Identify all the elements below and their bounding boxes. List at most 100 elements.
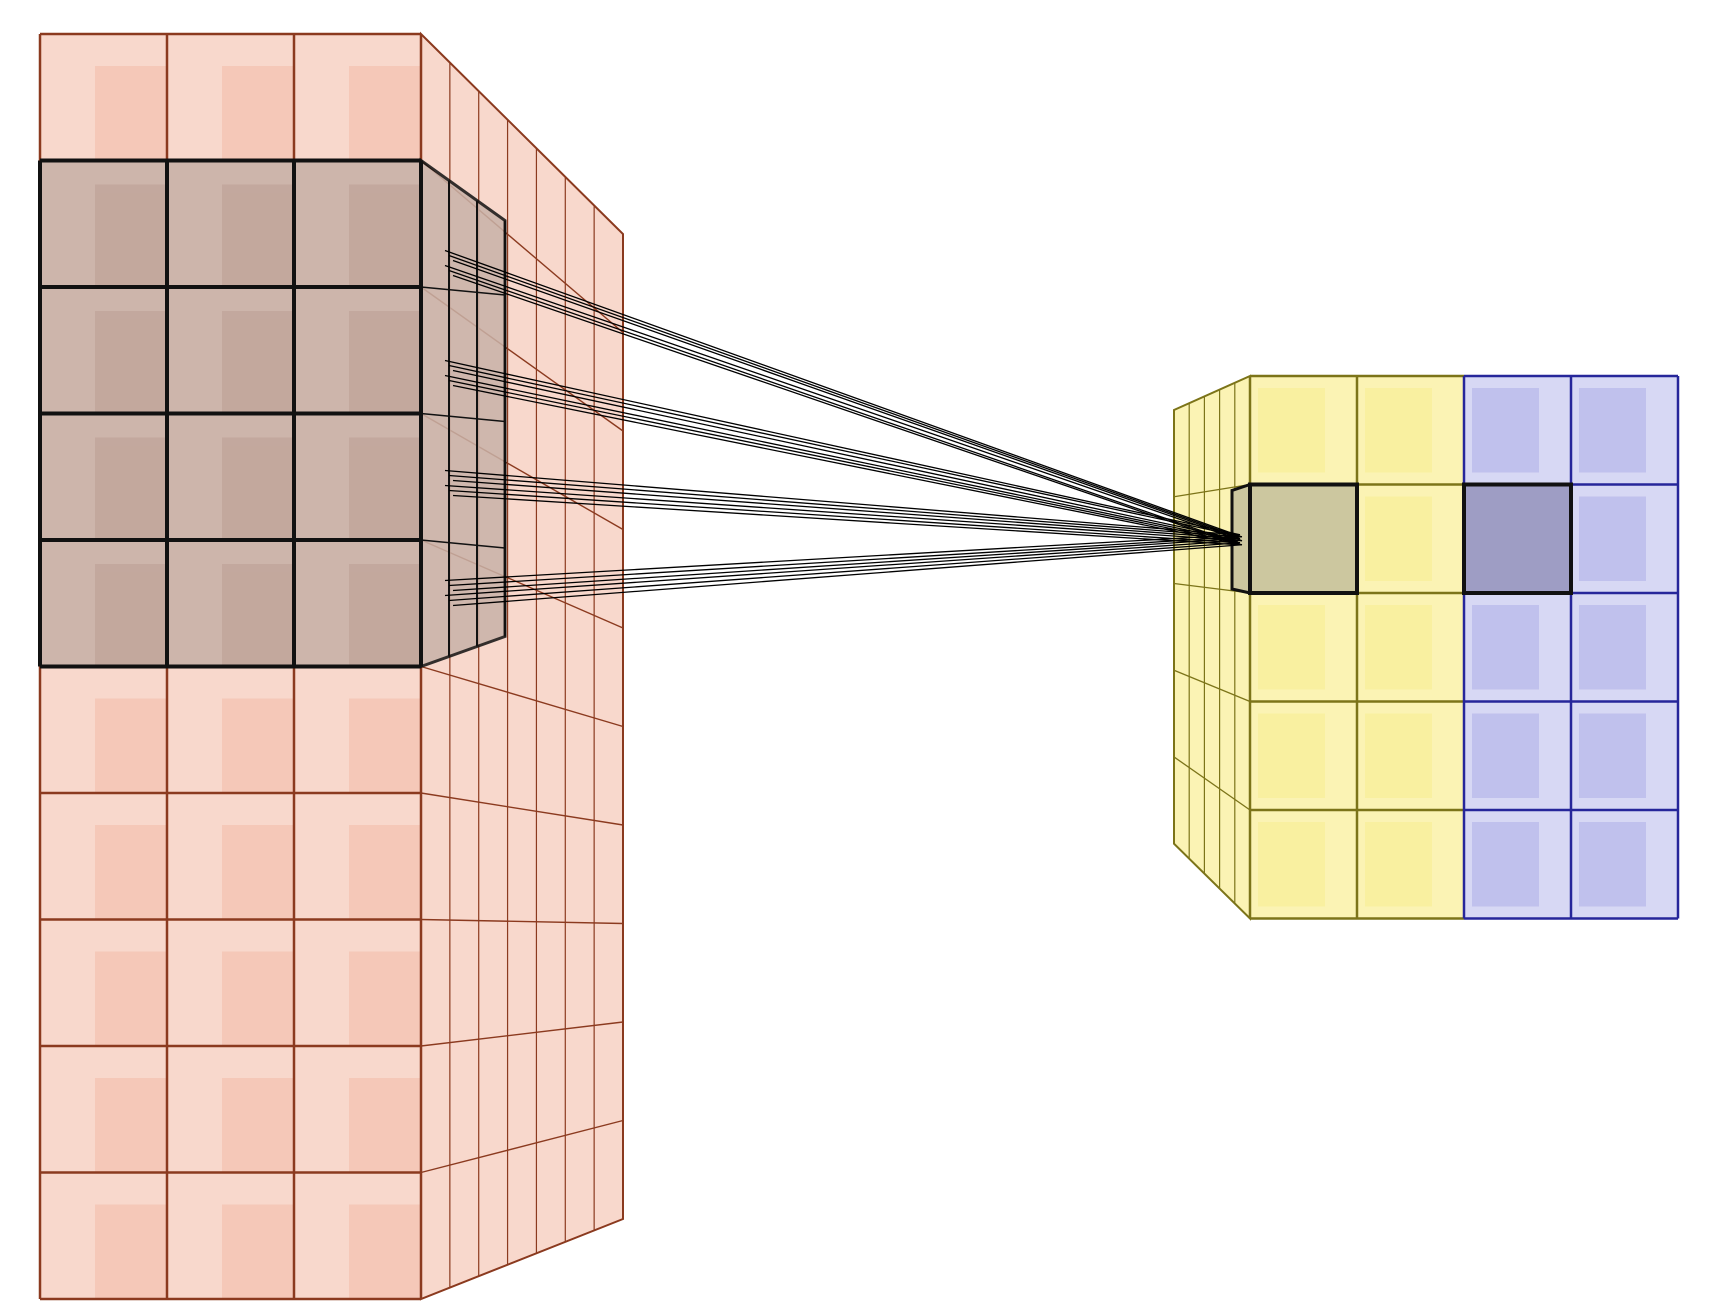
kernel-cell-shade <box>222 184 294 287</box>
output-blue-cell-shade <box>1579 388 1646 473</box>
output-side-row-line <box>1173 375 1251 411</box>
input-side-row-line <box>420 792 624 826</box>
input-cell-shade <box>95 825 167 920</box>
output-yellow-cell-shade <box>1365 822 1432 907</box>
input-side-row-line <box>420 1218 624 1300</box>
input-cell-shade <box>349 1078 421 1173</box>
output-yellow-cell-shade <box>1258 822 1325 907</box>
kernel-cell <box>294 160 421 287</box>
input-cell-shade <box>349 825 421 920</box>
kernel-cell-shade <box>349 184 421 287</box>
kernel-cell <box>40 540 167 667</box>
input-side-row-line <box>420 33 624 235</box>
output-blue-cell-shade <box>1472 388 1539 473</box>
connection-line <box>444 469 1237 536</box>
kernel-cell-shade <box>222 437 294 540</box>
kernel-side-row-line <box>420 412 506 423</box>
output-blue-cell-shade <box>1472 713 1539 798</box>
kernel-cell-shade <box>95 437 167 540</box>
connection-line <box>448 489 1237 544</box>
kernel-cell <box>167 540 294 667</box>
connection-lines <box>444 249 1243 607</box>
kernel-cell <box>167 160 294 287</box>
connection-line <box>448 254 1239 538</box>
output-yellow-cell-shade <box>1258 605 1325 690</box>
input-cell-shade <box>222 951 294 1046</box>
kernel-cell <box>167 287 294 414</box>
input-cell-shade <box>222 825 294 920</box>
connection-line <box>444 359 1241 536</box>
kernel-cell <box>40 160 167 287</box>
output-yellow-cell-shade <box>1365 605 1432 690</box>
kernel-cell-shade <box>222 311 294 414</box>
input-cell-shade <box>349 1204 421 1299</box>
output-yellow-cell-shade <box>1258 713 1325 798</box>
output-highlight-blue-cell <box>1462 482 1573 595</box>
connection-line <box>444 264 1243 542</box>
input-cell-shade <box>222 1078 294 1173</box>
output-blue-cell-shade <box>1579 496 1646 581</box>
input-cell-shade <box>95 1204 167 1299</box>
kernel-side-face <box>419 157 507 669</box>
input-cell-shade <box>95 951 167 1046</box>
connection-line <box>452 384 1243 546</box>
kernel-cell-shade <box>349 437 421 540</box>
kernel-cell <box>294 287 421 414</box>
input-cell-shade <box>349 951 421 1046</box>
connection-line <box>452 259 1241 540</box>
kernel-side-row-line <box>420 286 506 296</box>
output-side-row-line <box>1173 756 1251 811</box>
connection-line <box>444 534 1241 582</box>
input-cell-shade <box>222 1204 294 1299</box>
connection-line <box>452 274 1239 546</box>
input-side-row-line <box>420 1119 624 1174</box>
input-cell-shade <box>95 698 167 793</box>
connection-line <box>452 369 1237 540</box>
output-side-row-line <box>1173 483 1251 498</box>
connection-line <box>444 374 1239 542</box>
connection-line <box>448 474 1239 538</box>
input-side-row-line <box>420 1021 624 1047</box>
kernel-cell-shade <box>95 184 167 287</box>
connection-line <box>452 544 1243 607</box>
kernel-cell <box>167 413 294 540</box>
connection-line <box>444 484 1243 542</box>
input-cell-shade <box>95 66 167 161</box>
input-cell-shade <box>349 698 421 793</box>
input-side-row-line <box>420 918 624 925</box>
output-blue-cell-shade <box>1579 822 1646 907</box>
kernel-cell <box>294 413 421 540</box>
kernel-cell <box>294 540 421 667</box>
input-cell-shade <box>222 66 294 161</box>
input-cell-shade <box>95 1078 167 1173</box>
output-volume <box>1173 374 1680 921</box>
connection-line <box>448 269 1237 544</box>
kernel-side-row-line <box>420 539 506 549</box>
connection-line <box>448 536 1243 587</box>
connection-line <box>452 479 1241 540</box>
output-blue-cell-shade <box>1579 713 1646 798</box>
connection-line <box>444 540 1239 597</box>
output-yellow-cell-shade <box>1365 496 1432 581</box>
kernel-cell-shade <box>222 564 294 667</box>
kernel-cell-shade <box>349 564 421 667</box>
kernel-cell-shade <box>349 311 421 414</box>
kernel-cell-shade <box>95 564 167 667</box>
output-side-row-line <box>1173 843 1251 919</box>
connection-line <box>452 494 1239 546</box>
kernel-cell <box>40 413 167 540</box>
kernel-window <box>38 157 507 669</box>
connection-line <box>444 249 1237 536</box>
output-yellow-cell-shade <box>1365 713 1432 798</box>
output-side-row-line <box>1173 669 1251 703</box>
connection-line <box>452 538 1237 592</box>
connection-line <box>448 542 1241 602</box>
output-yellow-cell-shade <box>1258 388 1325 473</box>
output-blue-cell-shade <box>1472 822 1539 907</box>
input-side-row-line <box>420 665 624 728</box>
input-cell-shade <box>222 698 294 793</box>
kernel-cell-shade <box>95 311 167 414</box>
output-side-face <box>1173 374 1251 921</box>
